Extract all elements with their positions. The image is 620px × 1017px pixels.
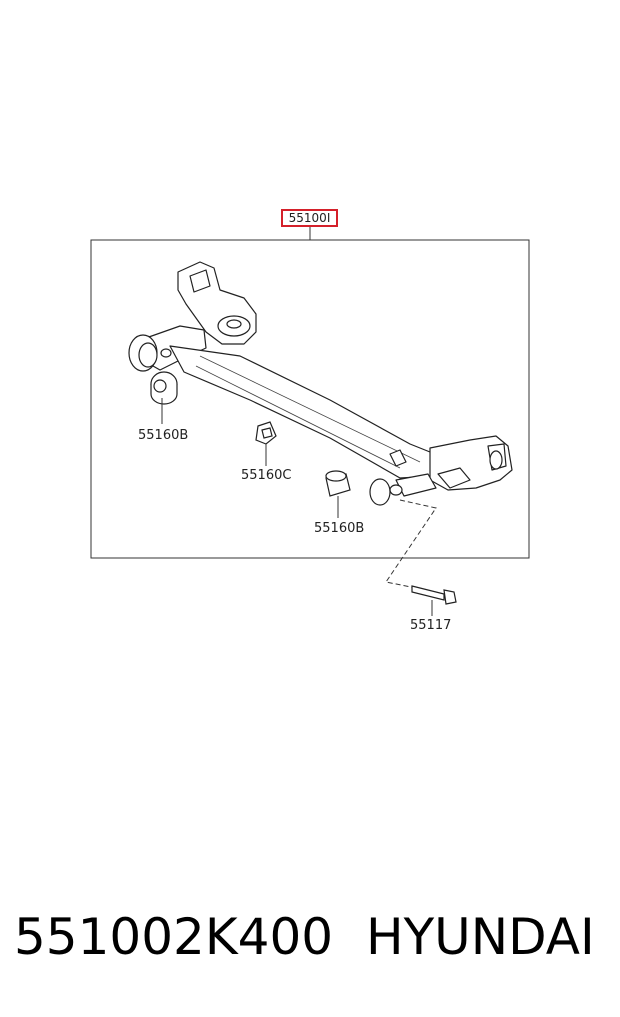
torsion-beam-axle [128,261,513,506]
bushing-left-part [150,371,178,405]
footer: 551002K400 HYUNDAI [0,905,620,975]
assembly-callout: 55100I [281,209,338,227]
brand-name: HYUNDAI [366,908,595,966]
callout-bush-right: 55160B [314,521,365,536]
callout-bolt: 55117 [410,618,452,633]
callout-stopper: 55160C [241,468,292,483]
bushing-right-part [325,470,351,497]
bolt-part [411,585,457,605]
part-number: 551002K400 [14,908,334,966]
callout-bush-left: 55160B [138,428,189,443]
stopper-part [255,421,277,445]
bolt-dash-line [385,499,437,591]
